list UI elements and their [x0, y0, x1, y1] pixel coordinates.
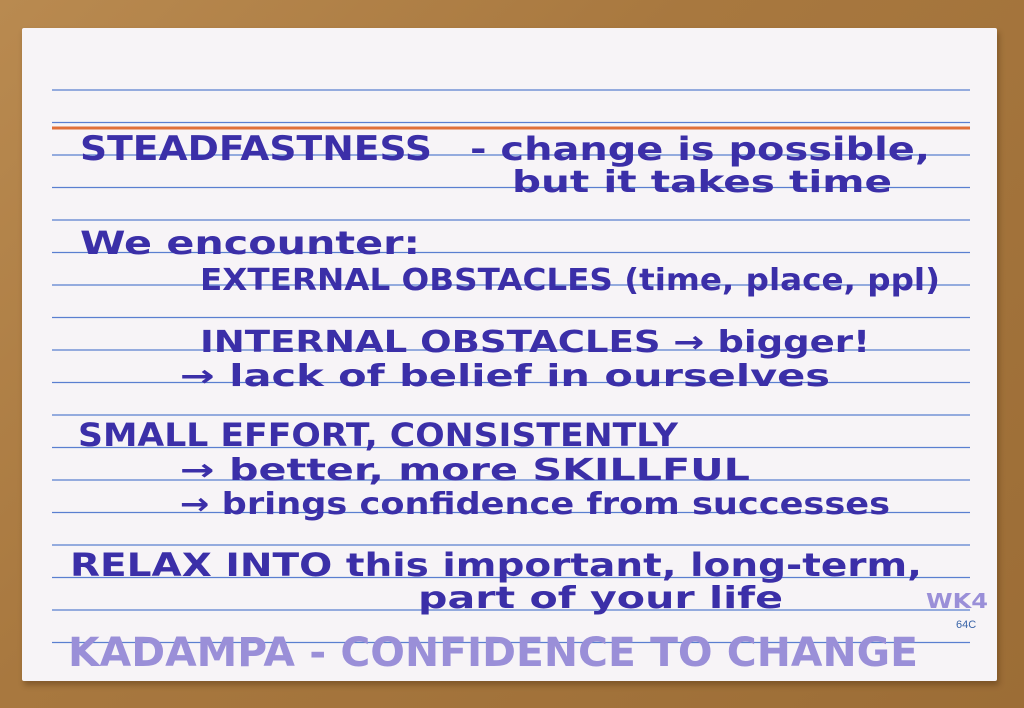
card-number: 64C	[956, 619, 976, 631]
note-external-obstacles: EXTERNAL OBSTACLES (time, place, ppl)	[200, 263, 940, 298]
note-encounter-heading: We encounter:	[80, 224, 420, 262]
note-small-effort: SMALL EFFORT, CONSISTENTLY	[78, 416, 679, 454]
source-footer: KADAMPA - CONFIDENCE TO CHANGE	[68, 630, 918, 676]
note-relax-into: RELAX INTO this important, long-term,	[70, 546, 922, 584]
note-part-of-life: part of your life	[418, 581, 783, 616]
ruled-lines	[52, 89, 970, 644]
note-title-definition: - change is possible,	[470, 130, 930, 168]
week-tag: WK4	[926, 589, 988, 613]
index-card: STEADFASTNESS - change is possible, but …	[22, 28, 997, 681]
note-lack-of-belief: → lack of belief in ourselves	[180, 359, 830, 394]
note-title: STEADFASTNESS	[80, 129, 432, 169]
note-better-skillful: → better, more SKILLFUL	[180, 453, 750, 488]
note-title-definition-cont: but it takes time	[512, 165, 892, 200]
index-card-svg: STEADFASTNESS - change is possible, but …	[52, 89, 988, 676]
note-internal-obstacles: INTERNAL OBSTACLES → bigger!	[200, 325, 870, 360]
note-brings-confidence: → brings confidence from successes	[180, 487, 890, 522]
